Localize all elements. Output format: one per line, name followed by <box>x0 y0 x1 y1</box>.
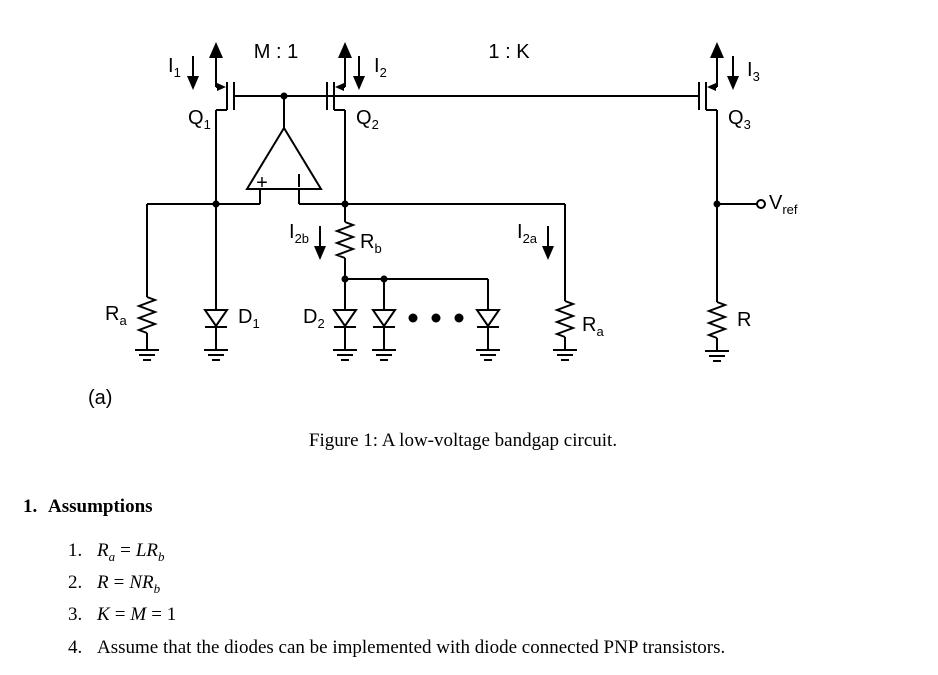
label-r: R <box>737 309 751 331</box>
label-i3: I3 <box>747 59 760 84</box>
current-arrow-i2b <box>314 226 326 260</box>
ground-icon <box>203 349 229 361</box>
current-arrow-i2a <box>542 226 554 260</box>
pmos-q1 <box>209 42 235 204</box>
label-d2: D2 <box>303 306 325 331</box>
section-title: Assumptions <box>48 496 153 517</box>
subfigure-label: (a) <box>88 387 113 409</box>
circuit-labels: I1 M : 1 I2 1 : K I3 Q1 Q2 Q3 + I2b Rb I… <box>105 41 798 339</box>
diode-d2-second <box>371 279 397 350</box>
label-i1: I1 <box>168 55 181 80</box>
section-heading: 1. Assumptions <box>23 496 153 518</box>
label-i2a: I2a <box>517 221 538 246</box>
list-item: 3.K=M= 1 <box>68 604 177 625</box>
diode-d2-first <box>332 279 358 350</box>
item-number: 4. <box>68 637 83 658</box>
ground-icon <box>332 349 358 361</box>
label-i2: I2 <box>374 55 387 80</box>
label-q1: Q1 <box>188 107 211 132</box>
opamp <box>245 96 323 204</box>
diode-d2-last <box>475 279 501 350</box>
current-arrow-i1 <box>187 56 199 90</box>
label-q3: Q3 <box>728 107 751 132</box>
label-mirror-ratio-1k: 1 : K <box>488 41 530 63</box>
item-number: 2. <box>68 572 83 593</box>
source-arrow-q2 <box>335 83 344 91</box>
list-item: 2.R=NRb <box>68 572 161 596</box>
label-d1: D1 <box>238 306 260 331</box>
ground-icon <box>475 349 501 361</box>
resistor-ra-left <box>136 204 158 350</box>
label-mirror-ratio-m1: M : 1 <box>254 41 298 63</box>
item-number: 3. <box>68 604 83 625</box>
pmos-q2 <box>326 42 352 204</box>
list-item: 4. Assume that the diodes can be implemen… <box>68 637 725 659</box>
figure-caption: Figure 1: A low-voltage bandgap circuit. <box>308 430 618 451</box>
item-text: Assume that the diodes can be implemente… <box>97 637 726 658</box>
source-arrow-q1 <box>217 83 226 91</box>
source-arrow-q3 <box>707 83 716 91</box>
vref-terminal <box>717 199 766 209</box>
ground-icon <box>134 349 160 361</box>
circuit-diagram: I1 M : 1 I2 1 : K I3 Q1 Q2 Q3 + I2b Rb I… <box>105 41 798 362</box>
label-i2b: I2b <box>289 221 309 246</box>
resistor-ra-right <box>554 204 576 350</box>
list-item: 1.Ra=LRb <box>68 540 165 564</box>
item-number: 1. <box>68 540 83 561</box>
supply-arrow-q1 <box>209 42 223 58</box>
ground-icon <box>371 349 397 361</box>
opamp-triangle <box>245 126 323 190</box>
pmos-q3 <box>698 42 724 204</box>
current-arrow-i3 <box>727 56 739 90</box>
diode-d1 <box>203 204 229 350</box>
label-ra-left: Ra <box>105 303 127 328</box>
label-vref: Vref <box>769 192 798 217</box>
ellipsis-dots <box>408 313 464 323</box>
resistor-rb <box>334 204 356 279</box>
current-arrow-i2 <box>353 56 365 90</box>
label-ra-right: Ra <box>582 314 604 339</box>
section-number: 1. <box>23 496 38 517</box>
supply-arrow-q3 <box>710 42 724 58</box>
label-q2: Q2 <box>356 107 379 132</box>
junction-dots <box>212 92 721 283</box>
label-rb: Rb <box>360 231 382 256</box>
resistor-r <box>706 204 728 351</box>
opamp-plus-sign: + <box>256 172 268 194</box>
ground-icon <box>552 349 578 361</box>
ground-icon <box>704 350 730 362</box>
supply-arrow-q2 <box>338 42 352 58</box>
